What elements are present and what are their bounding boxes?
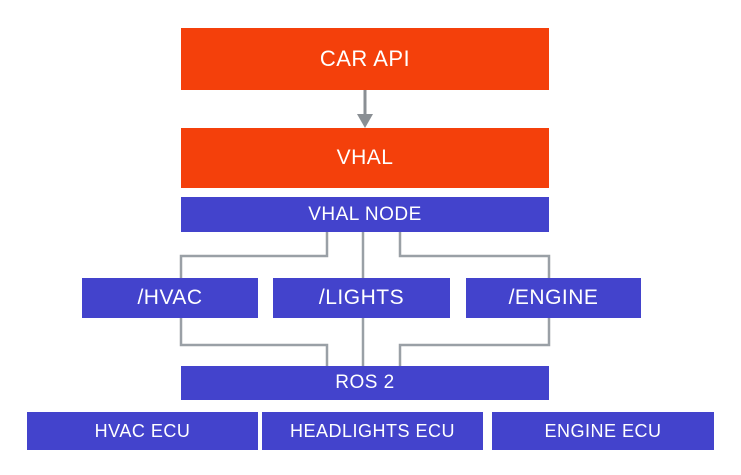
node-topic-hvac[interactable]: /HVAC [82, 278, 258, 318]
node-label-ros2: ROS 2 [335, 372, 395, 393]
node-ros2[interactable]: ROS 2 [181, 366, 549, 400]
node-vhal[interactable]: VHAL [181, 128, 549, 188]
edge-vhal-node-to-hvac [179, 232, 329, 278]
node-label-car-api: CAR API [319, 46, 411, 71]
node-label-hvac-ecu: HVAC ECU [94, 420, 191, 441]
node-engine-ecu[interactable]: ENGINE ECU [492, 412, 714, 450]
node-label-headlights-ecu: HEADLIGHTS ECU [289, 420, 456, 441]
edge-hvac-to-ros2 [179, 318, 329, 366]
node-label-hvac: /HVAC [137, 286, 203, 309]
edge-car-api-to-vhal [357, 90, 373, 128]
node-label-vhal-node: VHAL NODE [308, 203, 422, 225]
node-vhal-node[interactable]: VHAL NODE [181, 197, 549, 232]
edge-engine-to-ros2 [398, 318, 551, 366]
node-label-engine-ecu: ENGINE ECU [544, 420, 662, 441]
node-headlights-ecu[interactable]: HEADLIGHTS ECU [262, 412, 483, 450]
node-hvac-ecu[interactable]: HVAC ECU [27, 412, 258, 450]
node-label-lights: /LIGHTS [318, 286, 405, 309]
node-topic-engine[interactable]: /ENGINE [466, 278, 641, 318]
node-car-api[interactable]: CAR API [181, 28, 549, 90]
node-label-vhal: VHAL [336, 146, 394, 169]
edge-vhal-node-to-engine [398, 232, 551, 278]
node-label-engine: /ENGINE [508, 286, 599, 309]
node-topic-lights[interactable]: /LIGHTS [273, 278, 450, 318]
